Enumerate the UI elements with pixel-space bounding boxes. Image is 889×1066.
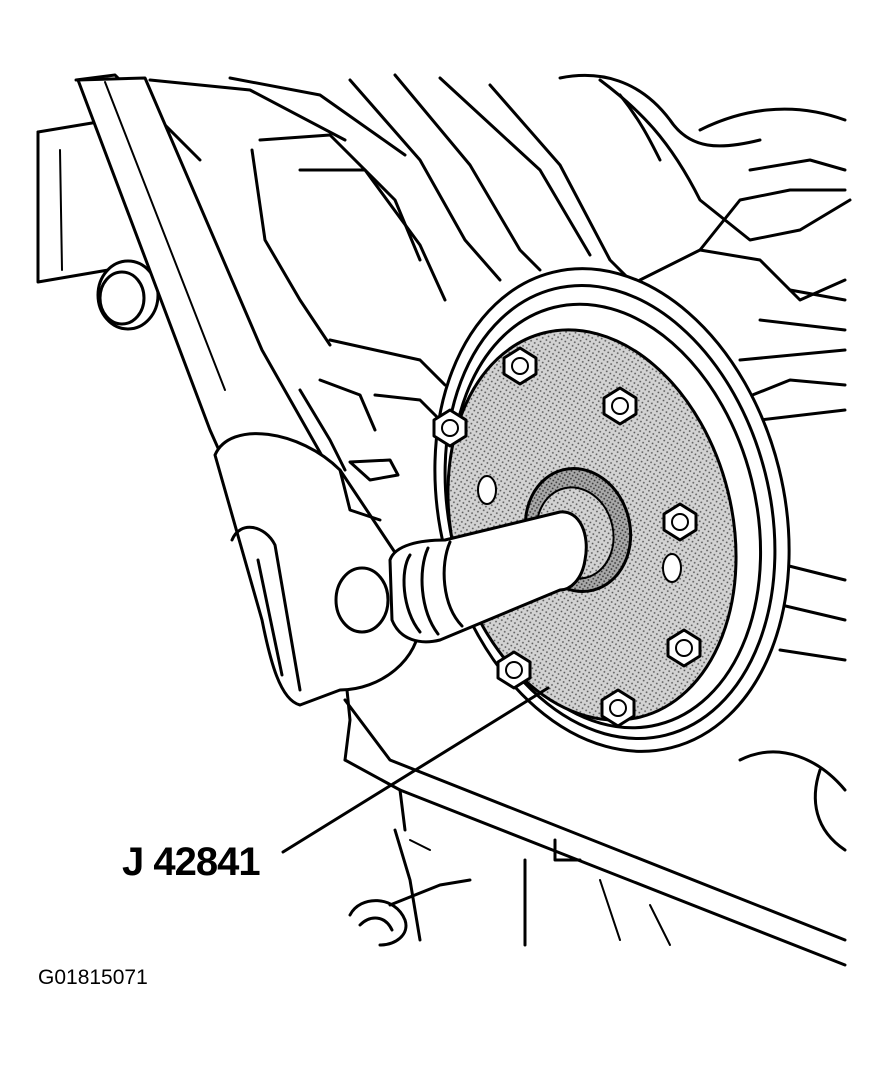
- callout-leader-line: [281, 686, 550, 854]
- dowel-pin: [96, 259, 160, 331]
- engine-block: [36, 73, 852, 967]
- figure-id: G01815071: [38, 966, 148, 989]
- hex-bolt-icon: [432, 346, 702, 728]
- ratchet-wrench: [76, 76, 588, 707]
- tool-callout-label: J 42841: [122, 840, 261, 884]
